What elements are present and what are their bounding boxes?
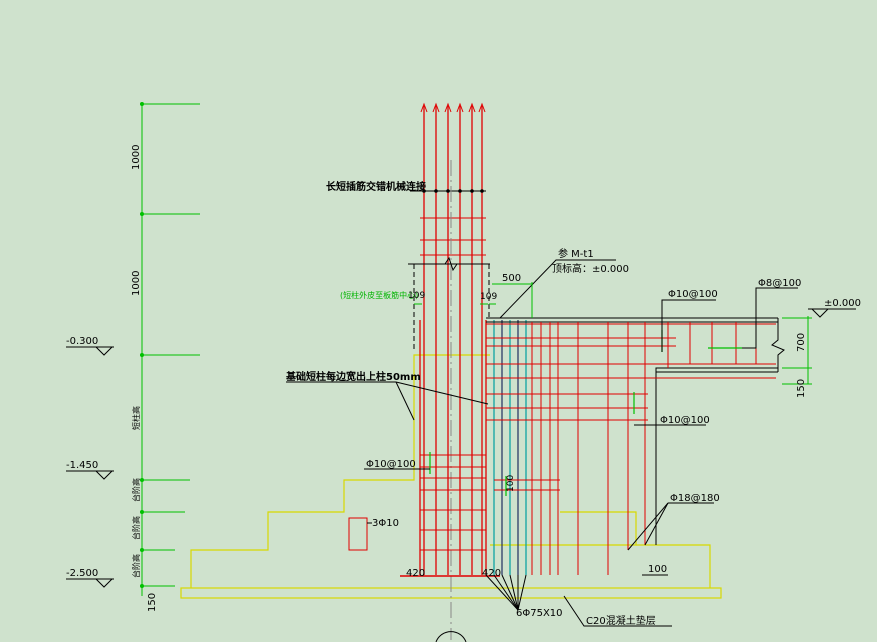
widen-note: 基础短柱每边宽出上柱50mm	[285, 370, 421, 383]
six-bars-label: 6Φ75X10	[516, 608, 563, 619]
ref-label: 参 M-t1	[558, 247, 594, 260]
dim-1000-top: 1000	[131, 145, 142, 170]
elev-zero-triangle	[811, 308, 829, 318]
ref-leader	[499, 259, 616, 319]
elevation-marker-2: -1.450	[66, 460, 114, 480]
step-label-2: 台阶高	[131, 516, 141, 540]
top-elev-label: 顶标高：±0.000	[552, 262, 629, 275]
elevation-marker-3: -2.500	[66, 568, 114, 588]
dim-100-bottom: 100	[648, 564, 667, 575]
slab-outline	[486, 317, 778, 545]
left-dimension-ticks	[140, 102, 144, 588]
col-note: (短柱外皮至板筋中心)	[340, 290, 418, 300]
c20-leader	[563, 595, 672, 627]
dim-1000-mid: 1000	[131, 271, 142, 296]
bar-18-leaders	[627, 502, 714, 551]
stirrup-label-left: Φ10@100	[366, 459, 416, 470]
c20-label: C20混凝土垫层	[586, 614, 656, 627]
stirrup-label-right: Φ10@100	[660, 415, 710, 426]
bar-8-leader	[742, 287, 798, 349]
bar-8-label: Φ8@100	[758, 278, 801, 289]
elev-neg-0300: -0.300	[66, 336, 98, 347]
dim-500-line	[489, 282, 533, 318]
step-label-1: 台阶高	[131, 478, 141, 502]
dim-420-right: 420	[482, 568, 501, 579]
left-dimension-chain	[140, 103, 200, 596]
dim-500: 500	[502, 273, 521, 284]
bar-18-label: Φ18@180	[670, 493, 720, 504]
elev-neg-1450: -1.450	[66, 460, 98, 471]
stirrup-label-top: Φ10@100	[668, 289, 718, 300]
slab-rebars	[486, 323, 776, 491]
short-column-stirrups	[400, 454, 500, 577]
slab-break-mark	[771, 318, 785, 372]
three-bars-label: 3Φ10	[372, 518, 399, 529]
rebar-top-ends	[420, 102, 486, 113]
wall-inner-bars	[493, 320, 527, 575]
right-dims	[782, 316, 812, 385]
long-rebar-note: 长短插筋交错机械连接	[326, 180, 426, 193]
upper-ties	[420, 217, 486, 256]
column-break-box	[408, 256, 490, 352]
section-marker-circle	[435, 631, 467, 642]
step-label-3: 台阶高	[131, 554, 141, 578]
stirrup-leader-top	[661, 299, 716, 352]
widen-leaders	[286, 381, 489, 421]
slab-vertical-rebars	[531, 322, 757, 575]
elev-zero-right: ±0.000	[824, 298, 861, 309]
three-bar-box	[348, 517, 368, 551]
dim-150-right: 150	[796, 379, 807, 398]
short-col-label: 短柱高	[131, 406, 141, 430]
dim-109-left: 109	[408, 291, 425, 301]
six-bars-leaders	[485, 574, 527, 611]
mechanical-connection	[410, 189, 486, 193]
elevation-marker-1: -0.300	[66, 336, 114, 356]
dim-100-vertical: 100	[506, 475, 516, 492]
dim-420-left: 420	[406, 568, 425, 579]
column-rebars	[419, 106, 487, 575]
dim-109-right: 109	[480, 292, 497, 302]
dim-150-left: 150	[147, 593, 158, 612]
dim-700: 700	[796, 333, 807, 352]
elev-neg-2500: -2.500	[66, 568, 98, 579]
